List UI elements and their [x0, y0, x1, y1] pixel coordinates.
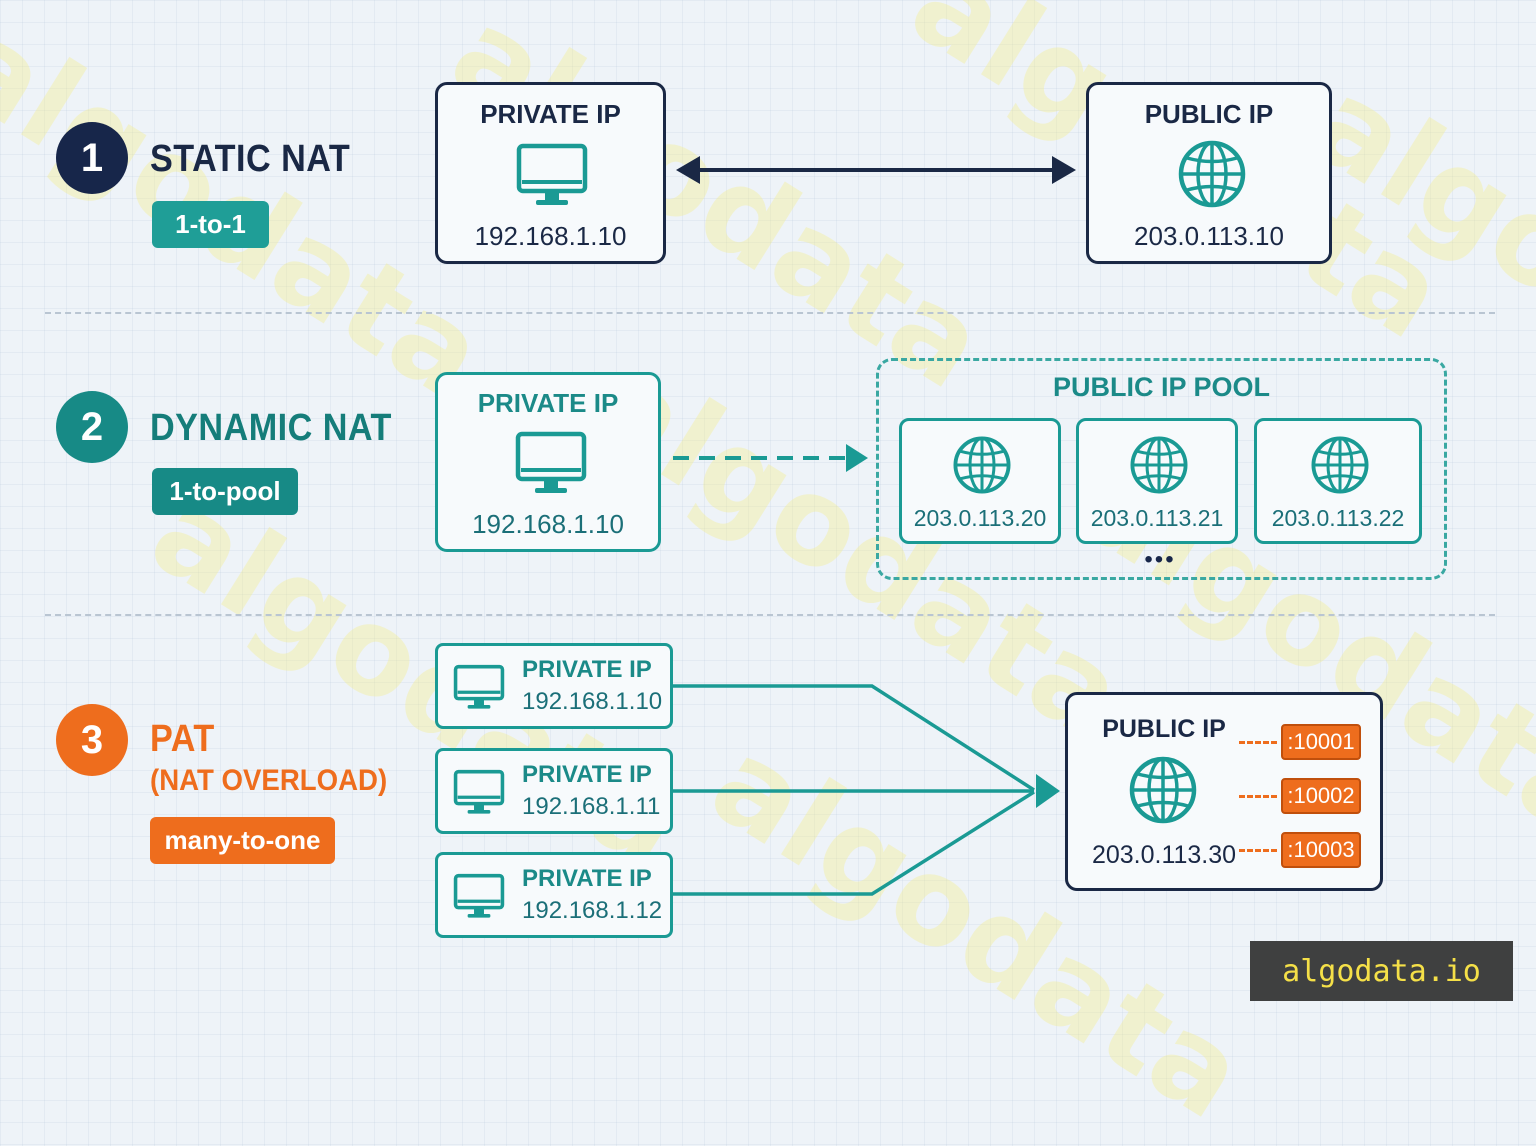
section-divider [45, 614, 1495, 616]
private-ip-box: PRIVATE IP 192.168.1.10 [435, 643, 673, 729]
private-ip-label: PRIVATE IP [522, 761, 652, 788]
section-title: PAT [150, 718, 215, 760]
monitor-icon [453, 664, 505, 709]
monitor-icon [515, 431, 587, 493]
public-ip-address: 203.0.113.30 [1091, 841, 1237, 869]
section-divider [45, 312, 1495, 314]
brand-badge: algodata.io [1250, 941, 1513, 1001]
step-number-badge: 2 [56, 391, 128, 463]
step-number-badge: 1 [56, 122, 128, 194]
globe-icon [1130, 436, 1188, 494]
pool-label: PUBLIC IP POOL [1052, 372, 1271, 402]
pool-ip-box: 203.0.113.22 [1254, 418, 1422, 544]
private-ip-box: PRIVATE IP 192.168.1.10 [435, 82, 666, 264]
mapping-type-tag: 1-to-1 [152, 201, 269, 248]
private-ip-label: PRIVATE IP [477, 388, 619, 418]
private-ip-address: 192.168.1.10 [522, 688, 663, 715]
pool-ip-box: 203.0.113.20 [899, 418, 1061, 544]
mapping-type-tag: 1-to-pool [152, 468, 298, 515]
private-ip-label: PRIVATE IP [480, 99, 621, 129]
step-number-badge: 3 [56, 704, 128, 776]
section-title: STATIC NAT [150, 138, 351, 180]
globe-icon [1311, 436, 1369, 494]
public-ip-label: PUBLIC IP [1144, 99, 1274, 129]
port-badge: :10001 [1281, 724, 1361, 760]
public-ip-address: 203.0.113.10 [1134, 221, 1284, 251]
pool-ip-address: 203.0.113.20 [913, 505, 1047, 531]
converging-lines [673, 684, 1060, 896]
private-ip-address: 192.168.1.11 [522, 793, 661, 820]
private-ip-address: 192.168.1.10 [472, 509, 624, 539]
private-ip-box: PRIVATE IP 192.168.1.11 [435, 748, 673, 834]
port-badge: :10002 [1281, 778, 1361, 814]
public-ip-box: PUBLIC IP 203.0.113.10 [1086, 82, 1332, 264]
private-ip-label: PRIVATE IP [522, 656, 652, 683]
section-subtitle: (NAT OVERLOAD) [150, 764, 388, 797]
pool-ip-box: 203.0.113.21 [1076, 418, 1238, 544]
pool-ip-address: 203.0.113.22 [1271, 505, 1405, 531]
monitor-icon [453, 769, 505, 814]
bidirectional-arrow [676, 156, 1076, 184]
globe-icon [1129, 756, 1197, 824]
monitor-icon [516, 143, 588, 205]
globe-icon [1178, 140, 1246, 208]
port-connector [1239, 741, 1277, 744]
private-ip-box: PRIVATE IP 192.168.1.12 [435, 852, 673, 938]
dashed-arrow [673, 444, 868, 472]
monitor-icon [453, 873, 505, 918]
public-ip-label: PUBLIC IP [1102, 715, 1226, 743]
port-connector [1239, 795, 1277, 798]
private-ip-address: 192.168.1.12 [522, 897, 663, 924]
port-badge: :10003 [1281, 832, 1361, 868]
section-title: DYNAMIC NAT [150, 407, 392, 449]
public-ip-pool [876, 358, 1447, 580]
pool-ip-address: 203.0.113.21 [1090, 505, 1224, 531]
mapping-type-tag: many-to-one [150, 817, 335, 864]
globe-icon [953, 436, 1011, 494]
more-indicator: ••• [1144, 546, 1176, 573]
private-ip-box: PRIVATE IP 192.168.1.10 [435, 372, 661, 552]
private-ip-address: 192.168.1.10 [474, 221, 627, 251]
port-connector [1239, 849, 1277, 852]
private-ip-label: PRIVATE IP [522, 865, 652, 892]
